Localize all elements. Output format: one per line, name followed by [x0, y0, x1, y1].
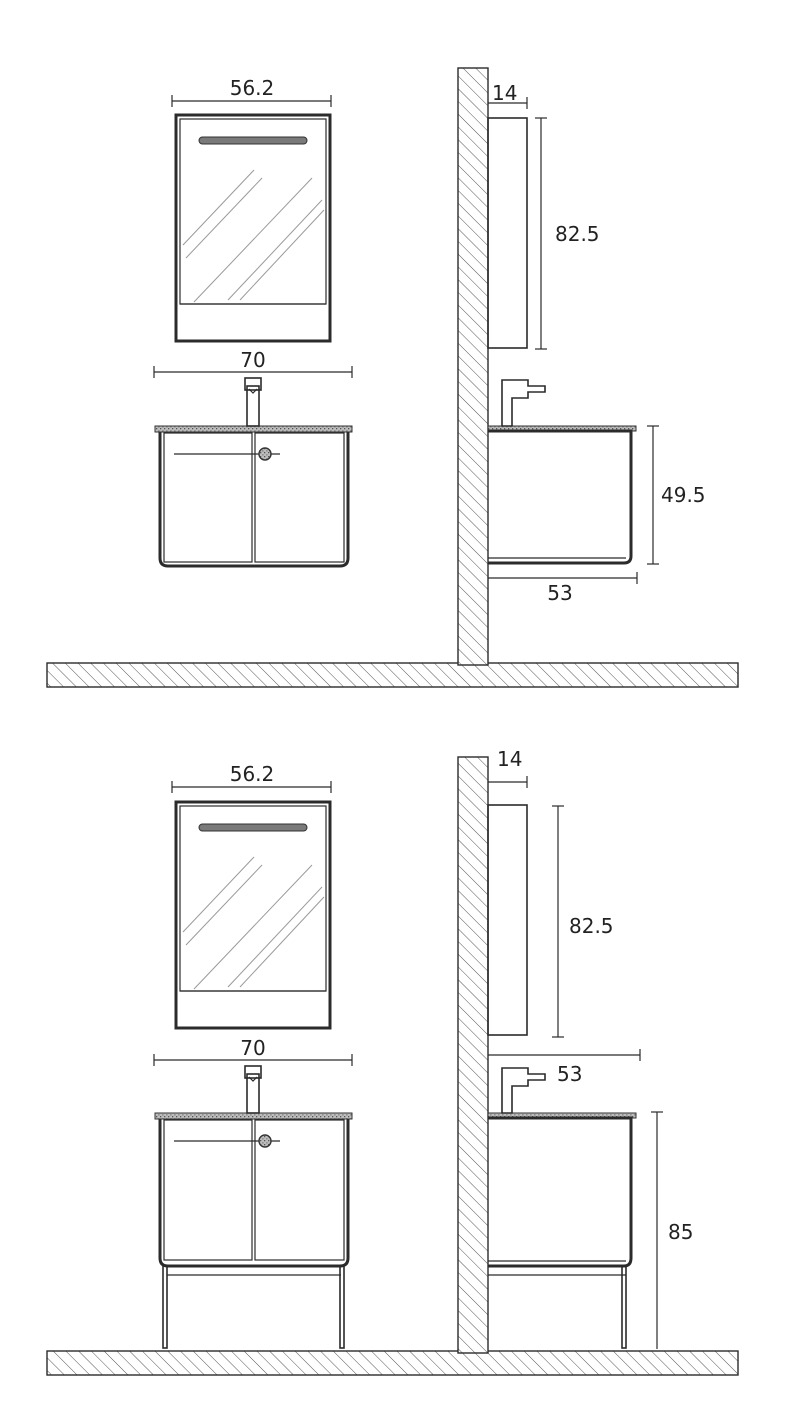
cabinet-width-label: 70 — [240, 1036, 265, 1060]
cabinet-depth-label: 53 — [557, 1062, 582, 1086]
mirror-depth-label: 14 — [497, 747, 522, 771]
led-light-bar — [198, 136, 308, 145]
mirror-cabinet-side — [487, 117, 528, 349]
faucet-body — [246, 385, 260, 427]
faucet-side — [501, 1067, 546, 1114]
faucet-handle — [244, 377, 262, 391]
faucet-handle — [244, 1065, 262, 1079]
mirror-width-dimension: 56.2 — [171, 76, 332, 107]
cabinet-height-label: 49.5 — [661, 483, 706, 507]
mirror-height-label: 82.5 — [555, 222, 600, 246]
mirror-cabinet-front — [174, 113, 332, 343]
mirror-cabinet-side — [487, 804, 528, 1036]
floor-standing-section: 56.2 70 14 — [46, 747, 739, 1376]
vanity-cabinet-front — [154, 377, 353, 568]
cabinet-height-dimension: 49.5 — [647, 425, 706, 565]
mirror-depth-label: 14 — [492, 81, 517, 105]
door-knob — [258, 1134, 272, 1148]
vanity-cabinet-side — [487, 1067, 637, 1349]
mirror-depth-dimension: 14 — [488, 747, 528, 788]
mirror-cabinet-front — [174, 800, 332, 1030]
cabinet-depth-dimension: 53 — [488, 572, 638, 605]
total-height-label: 85 — [668, 1220, 693, 1244]
cabinet-width-dimension: 70 — [153, 1036, 353, 1066]
wall — [457, 756, 489, 1354]
floor-slab — [46, 662, 739, 688]
countertop — [154, 425, 353, 433]
mirror-height-dimension: 82.5 — [535, 117, 600, 350]
mirror-height-label: 82.5 — [569, 914, 614, 938]
mirror-depth-dimension: 14 — [488, 81, 528, 109]
mirror-height-dimension: 82.5 — [552, 805, 614, 1038]
wall — [457, 67, 489, 666]
faucet-side — [501, 379, 546, 427]
cabinet-depth-label: 53 — [547, 581, 572, 605]
leg-right — [339, 1265, 345, 1349]
mirror-width-label: 56.2 — [230, 762, 275, 786]
floor-slab — [46, 1350, 739, 1376]
vanity-cabinet-side — [487, 379, 637, 565]
mirror-width-label: 56.2 — [230, 76, 275, 100]
cabinet-depth-dimension: 53 — [488, 1049, 641, 1086]
led-light-bar — [198, 823, 308, 832]
wall-mounted-section: 56.2 70 14 — [46, 67, 739, 688]
door-knob — [258, 447, 272, 461]
leg-left — [162, 1265, 168, 1349]
vanity-cabinet-front — [154, 1065, 353, 1349]
mirror-width-dimension: 56.2 — [171, 762, 332, 793]
cabinet-width-dimension: 70 — [153, 348, 353, 378]
countertop — [154, 1112, 353, 1120]
cabinet-width-label: 70 — [240, 348, 265, 372]
total-height-dimension: 85 — [651, 1111, 693, 1349]
leg-side — [621, 1265, 627, 1349]
faucet-body — [246, 1073, 260, 1114]
